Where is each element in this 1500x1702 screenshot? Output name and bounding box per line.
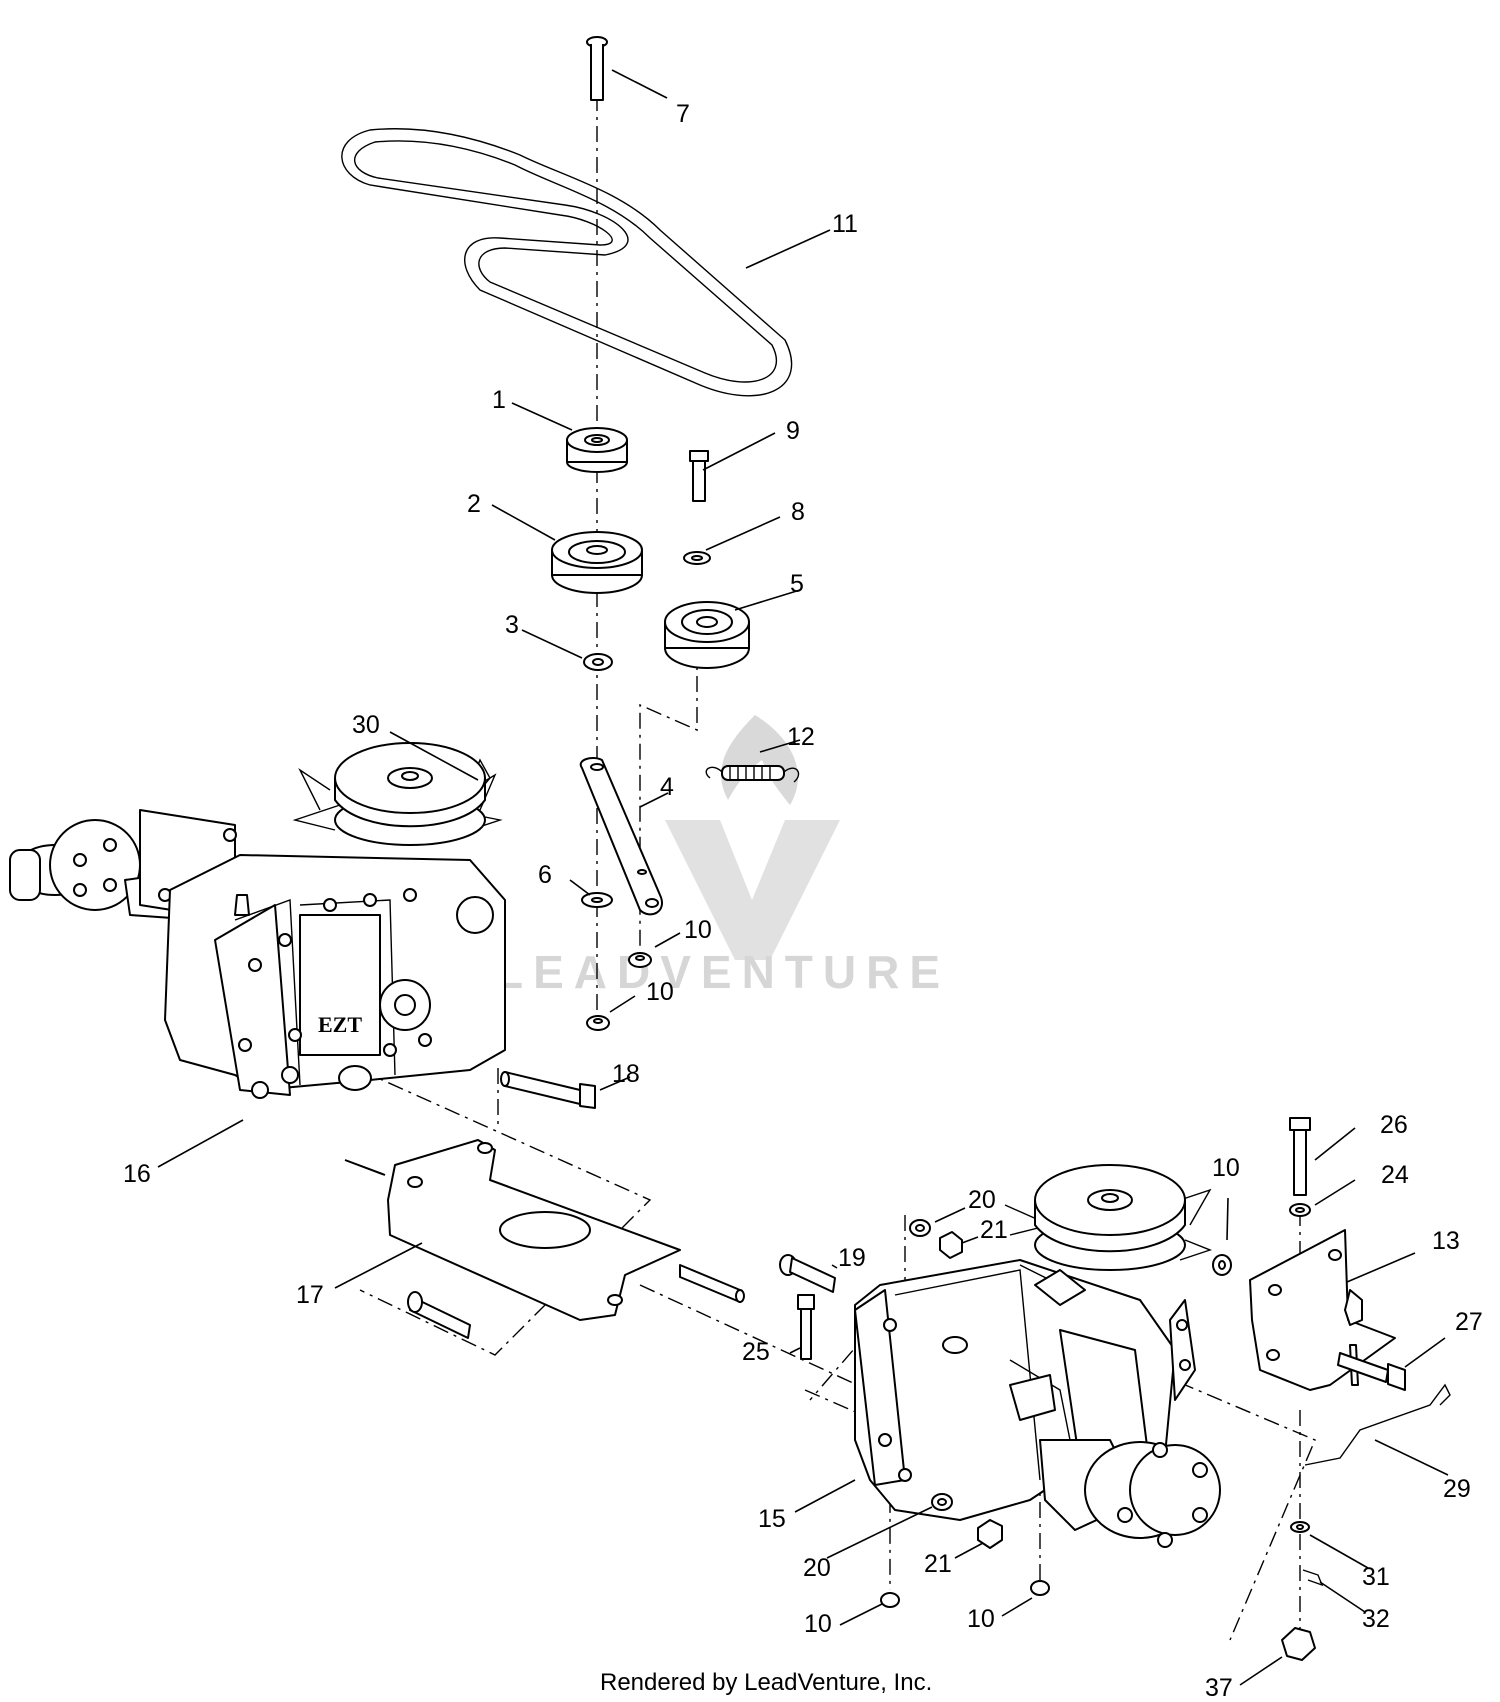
callout-12: 12 — [787, 723, 815, 751]
callout-17: 17 — [296, 1281, 324, 1309]
callout-16: 16 — [123, 1160, 151, 1188]
callout-19: 19 — [838, 1244, 866, 1272]
watermark-text: LEADVENTURE — [495, 946, 950, 998]
part-cotter-pin — [1302, 1569, 1324, 1587]
watermark-flame-icon — [721, 715, 798, 805]
callout-10-a: 10 — [684, 916, 712, 944]
footer-credit: Rendered by LeadVenture, Inc. — [600, 1669, 932, 1696]
part-nut-lower — [977, 1519, 1003, 1549]
part-nut-b — [586, 1015, 610, 1031]
part-left-transaxle: EZT — [9, 742, 506, 1099]
callout-11: 11 — [832, 210, 858, 238]
part-washer-lower — [931, 1493, 953, 1511]
part-nut-upper — [939, 1231, 963, 1259]
callout-13: 13 — [1432, 1227, 1460, 1255]
callout-37: 37 — [1205, 1674, 1233, 1702]
part-idler-pulley-small — [566, 427, 628, 473]
callout-5: 5 — [790, 570, 804, 598]
part-bolt-short — [689, 450, 709, 502]
part-right-transaxle — [854, 1164, 1221, 1548]
callout-31: 31 — [1362, 1563, 1390, 1591]
callout-27: 27 — [1455, 1308, 1483, 1336]
leader-lines — [157, 69, 1449, 1686]
callout-26: 26 — [1380, 1111, 1408, 1139]
callout-20-b: 20 — [803, 1554, 831, 1582]
callout-25: 25 — [742, 1338, 770, 1366]
part-washer-small — [683, 551, 711, 565]
callout-4: 4 — [660, 773, 674, 801]
callout-9: 9 — [786, 417, 800, 445]
callout-8: 8 — [791, 498, 805, 526]
callout-21-b: 21 — [924, 1550, 952, 1578]
part-bolt-bracket — [1337, 1352, 1406, 1391]
part-bolt-axle — [779, 1254, 836, 1293]
callout-21-a: 21 — [980, 1216, 1008, 1244]
part-bolt-mount-upper — [500, 1071, 596, 1109]
callout-30: 30 — [352, 711, 380, 739]
part-control-rod — [1304, 1383, 1451, 1466]
part-lug-nut — [1281, 1627, 1316, 1661]
callout-1: 1 — [492, 386, 506, 414]
part-washer-arm — [581, 892, 613, 908]
transaxle-badge-text: EZT — [318, 1012, 362, 1037]
part-nut-c — [880, 1592, 900, 1608]
part-nut-d — [1030, 1580, 1050, 1596]
callout-32: 32 — [1362, 1605, 1390, 1633]
part-bolt-mount-lower — [407, 1291, 471, 1339]
callout-labels: 7 11 1 9 2 8 5 3 30 12 4 6 10 10 18 16 2… — [123, 100, 1483, 1702]
callout-7: 7 — [676, 100, 690, 128]
callout-20-a: 20 — [968, 1186, 996, 1214]
part-bolt-vertical — [797, 1294, 815, 1360]
part-pin — [586, 36, 608, 101]
part-washer-bracket — [1289, 1203, 1311, 1217]
part-drive-belt — [341, 128, 793, 397]
callout-10-c: 10 — [1212, 1154, 1240, 1182]
callout-10-e: 10 — [967, 1605, 995, 1633]
part-washer-rod — [1290, 1521, 1310, 1533]
part-washer-spacer — [583, 653, 613, 671]
part-v-pulley — [551, 531, 643, 594]
callout-29: 29 — [1443, 1475, 1471, 1503]
callout-18: 18 — [612, 1060, 640, 1088]
callout-10-d: 10 — [804, 1610, 832, 1638]
watermark-v-icon — [665, 820, 840, 960]
alignment-lines — [359, 95, 1316, 1641]
callout-6: 6 — [538, 861, 552, 889]
callout-3: 3 — [505, 611, 519, 639]
part-washer-upper — [909, 1219, 931, 1237]
part-bolt-long — [1289, 1117, 1311, 1196]
callout-2: 2 — [467, 490, 481, 518]
part-extension-spring — [705, 765, 800, 783]
watermark-logo: LEADVENTURE — [495, 715, 950, 998]
part-idler-arm — [579, 757, 663, 916]
part-flat-idler-pulley — [664, 601, 750, 669]
part-nut-a — [628, 952, 652, 968]
part-nut-bracket — [1212, 1254, 1232, 1276]
callout-24: 24 — [1381, 1161, 1409, 1189]
callout-15: 15 — [758, 1505, 786, 1533]
part-mounting-plate — [344, 1139, 745, 1321]
callout-10-b: 10 — [646, 978, 674, 1006]
